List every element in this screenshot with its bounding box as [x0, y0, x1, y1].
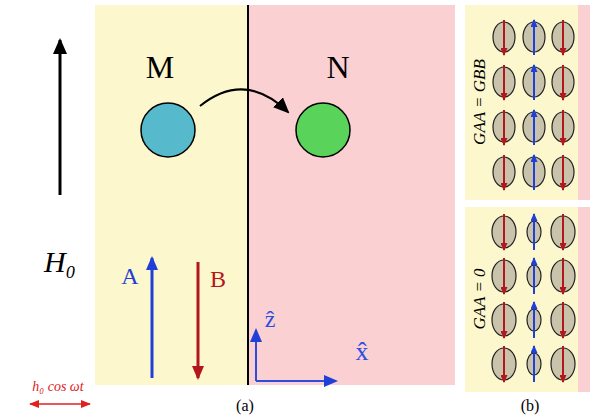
- magnon-circle: [141, 103, 195, 157]
- field-arrow: [59, 40, 62, 195]
- ac-field-label: h₀ cos ωt: [32, 380, 83, 394]
- spin-arrows: [504, 20, 563, 190]
- sublattice-label: A: [121, 264, 138, 288]
- axis-label: ẑ: [265, 307, 276, 331]
- field-label: H₀: [44, 247, 76, 277]
- magnet-band: [95, 5, 248, 385]
- metal-strip: [578, 207, 590, 392]
- sublattice-b-arrow: [197, 262, 200, 378]
- z-axis-arrow: [255, 330, 257, 381]
- region-label: M: [146, 51, 174, 83]
- sublattice-a-arrow: [151, 258, 154, 378]
- ac-field-arrow: [30, 403, 90, 405]
- panel-tag: (a): [236, 398, 254, 414]
- region-band: N: [248, 5, 455, 385]
- metal-band: [248, 5, 455, 385]
- electron-circle: [296, 103, 350, 157]
- interface-line: [247, 5, 249, 385]
- transfer-arrow: [200, 89, 288, 112]
- spin-arrows: [504, 214, 563, 382]
- panel-box: GAA = GBB: [465, 5, 590, 200]
- panel-box: GAA = 0: [465, 207, 590, 392]
- region-band: M: [95, 5, 248, 385]
- panel-ground: [465, 207, 590, 392]
- panel-ground: [465, 5, 590, 200]
- metal-strip: [578, 5, 590, 200]
- axis-label: x̂: [356, 339, 369, 365]
- panel-tag: (b): [521, 398, 540, 414]
- region-label: N: [326, 51, 349, 83]
- sublattice-label: B: [210, 267, 226, 291]
- panel-label: GAA = 0: [471, 268, 488, 329]
- x-axis-arrow: [256, 380, 336, 382]
- panel-label: GAA = GBB: [471, 59, 488, 145]
